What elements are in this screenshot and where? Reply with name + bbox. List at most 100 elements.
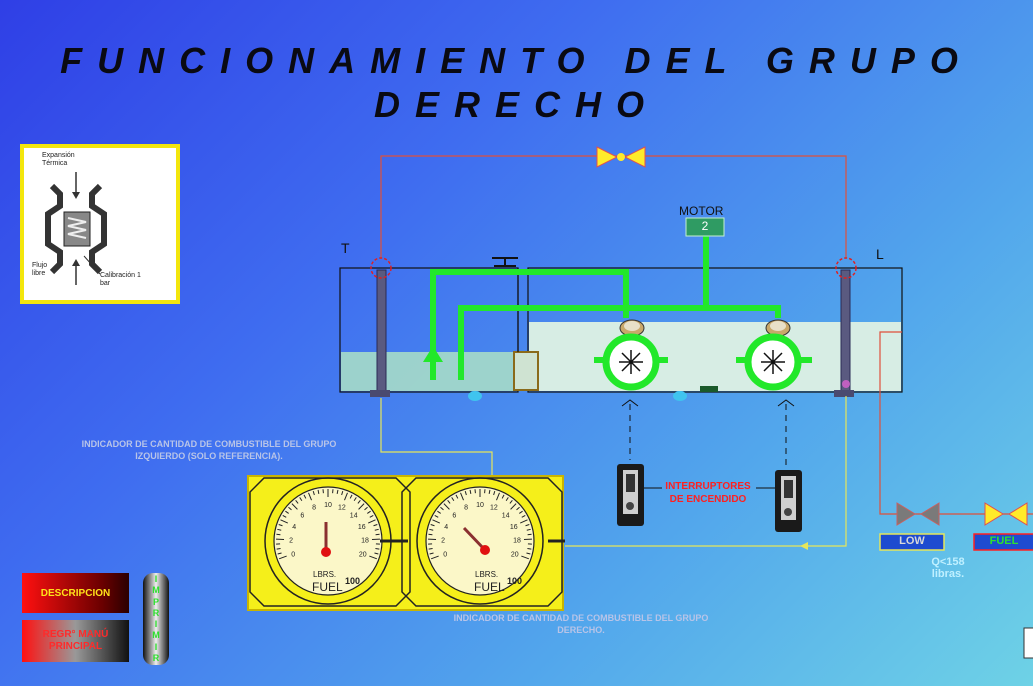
low-fuel-condition: Q<158 libras. xyxy=(931,556,965,580)
gauge-tick xyxy=(432,519,441,524)
gauge-tick xyxy=(291,503,298,510)
gauge-tick xyxy=(341,490,344,496)
gauge-tick xyxy=(434,514,439,518)
imprimir-letter: M xyxy=(152,585,160,596)
gauge-tick xyxy=(464,490,467,496)
gauge-tick xyxy=(295,499,299,504)
gauge-tick-label: 2 xyxy=(441,538,445,545)
gauge-tick-label: 18 xyxy=(361,538,369,545)
gauge-tick-label: 0 xyxy=(291,552,295,559)
gauge-tick xyxy=(428,533,433,536)
gauge-tick xyxy=(451,497,455,502)
imprimir-letter: P xyxy=(152,596,159,607)
gauge-tick xyxy=(501,494,505,499)
gauge-tick xyxy=(276,533,281,536)
gauge-tick xyxy=(358,503,365,510)
gauge-tick-label: 16 xyxy=(358,524,366,531)
gauge-tick-label: 2 xyxy=(289,538,293,545)
gauge-tick xyxy=(278,524,283,527)
gauge-tick-label: 14 xyxy=(350,512,358,519)
gauge-tick xyxy=(303,494,307,499)
gauge-tick-label: 10 xyxy=(476,502,484,509)
gauge-tick xyxy=(308,492,312,501)
switches-label: INTERRUPTORES DE ENCENDIDO xyxy=(665,481,751,505)
menu-principal-button[interactable]: REGR° MANÚ PRINCIPAL xyxy=(22,620,129,662)
fuel-warning-label: FUEL xyxy=(989,535,1019,547)
low-fuel-lamps xyxy=(596,146,1028,526)
gauge-tick-label: 16 xyxy=(510,524,518,531)
motor-number: 2 xyxy=(701,219,709,233)
gauge-tick xyxy=(430,524,435,527)
gauge-tick xyxy=(440,506,444,511)
gauge-tick xyxy=(375,533,380,536)
gauge-tick-label: 10 xyxy=(324,502,332,509)
descripcion-button[interactable]: DESCRIPCION xyxy=(22,573,129,613)
gauge-tick xyxy=(525,524,530,527)
gauge-tick xyxy=(521,555,530,560)
gauge-tick-label: 0 xyxy=(443,552,447,559)
right-group-note: INDICADOR DE CANTIDAD DE COMBUSTIBLE DEL… xyxy=(453,613,709,635)
gauge-tick xyxy=(488,489,491,494)
gauge-tick-label: 20 xyxy=(359,552,367,559)
gauge-tick xyxy=(516,506,520,511)
gauge-tick xyxy=(367,510,371,514)
gauge-tick xyxy=(527,533,532,536)
gauge-tick xyxy=(505,497,509,502)
gauge-tick xyxy=(278,555,287,560)
gauge-tick-label: 8 xyxy=(464,505,468,512)
gauge-tick xyxy=(443,503,450,510)
gauge-tick xyxy=(510,503,517,510)
left-group-note: INDICADOR DE CANTIDAD DE COMBUSTIBLE DEL… xyxy=(81,439,337,461)
gauge-tick xyxy=(447,499,451,504)
gauge-tick xyxy=(527,548,532,550)
inset-expansion-label: Expansión Térmica xyxy=(42,152,75,167)
gauge-tick xyxy=(336,489,339,494)
imprimir-letter: R xyxy=(152,607,160,618)
imprimir-letter: I xyxy=(154,641,158,652)
gauge-tick-label: 4 xyxy=(292,524,296,531)
gauge-tick-label: 12 xyxy=(490,505,498,512)
gauge-tick xyxy=(509,499,513,504)
imprimir-letter: M xyxy=(152,630,160,641)
gauge-tick-label: 6 xyxy=(300,512,304,519)
gauge-tick xyxy=(276,548,281,550)
tank-left-label: T xyxy=(341,240,350,256)
imprimir-letter: R xyxy=(152,652,160,663)
inset-flujo-label: Flujo libre xyxy=(32,262,48,277)
gauge-left-100: 100 xyxy=(345,576,361,586)
gauge-tick-label: 18 xyxy=(513,538,521,545)
gauge-tick xyxy=(369,555,378,560)
imprimir-letter: I xyxy=(154,619,158,630)
inset-calibracion-label: Calibración 1 bar xyxy=(100,272,141,287)
gauge-tick xyxy=(429,528,434,531)
gauge-tick xyxy=(374,552,379,555)
gauge-right-100: 100 xyxy=(507,576,523,586)
gauge-tick xyxy=(375,548,380,550)
gauge-right-units: LBRS. xyxy=(475,570,499,579)
gauge-tick xyxy=(460,492,464,501)
gauge-tick xyxy=(299,497,303,502)
gauge-tick xyxy=(455,494,459,499)
gauge-tick xyxy=(521,514,526,518)
gauge-left-fuel: FUEL xyxy=(312,580,343,594)
gauge-tick xyxy=(430,555,439,560)
gauge-tick xyxy=(285,510,289,514)
gauge-tick xyxy=(429,552,434,555)
fuel-lines xyxy=(430,236,781,380)
gauge-tick xyxy=(353,497,357,502)
gauge-tick-label: 6 xyxy=(452,512,456,519)
gauge-tick xyxy=(469,489,472,494)
low-label: LOW xyxy=(899,535,925,547)
ignition-switches xyxy=(617,464,802,532)
descripcion-button-label: DESCRIPCION xyxy=(40,587,111,599)
gauge-tick xyxy=(519,510,523,514)
gauge-tick xyxy=(369,514,374,518)
page-title-line1: FUNCIONAMIENTO DEL GRUPO xyxy=(60,40,973,81)
menu-principal-button-label: REGR° MANÚ PRINCIPAL xyxy=(42,629,109,652)
gauge-right-fuel: FUEL xyxy=(474,580,505,594)
gauge-tick-label: 12 xyxy=(338,505,346,512)
gauge-tick xyxy=(364,506,368,511)
